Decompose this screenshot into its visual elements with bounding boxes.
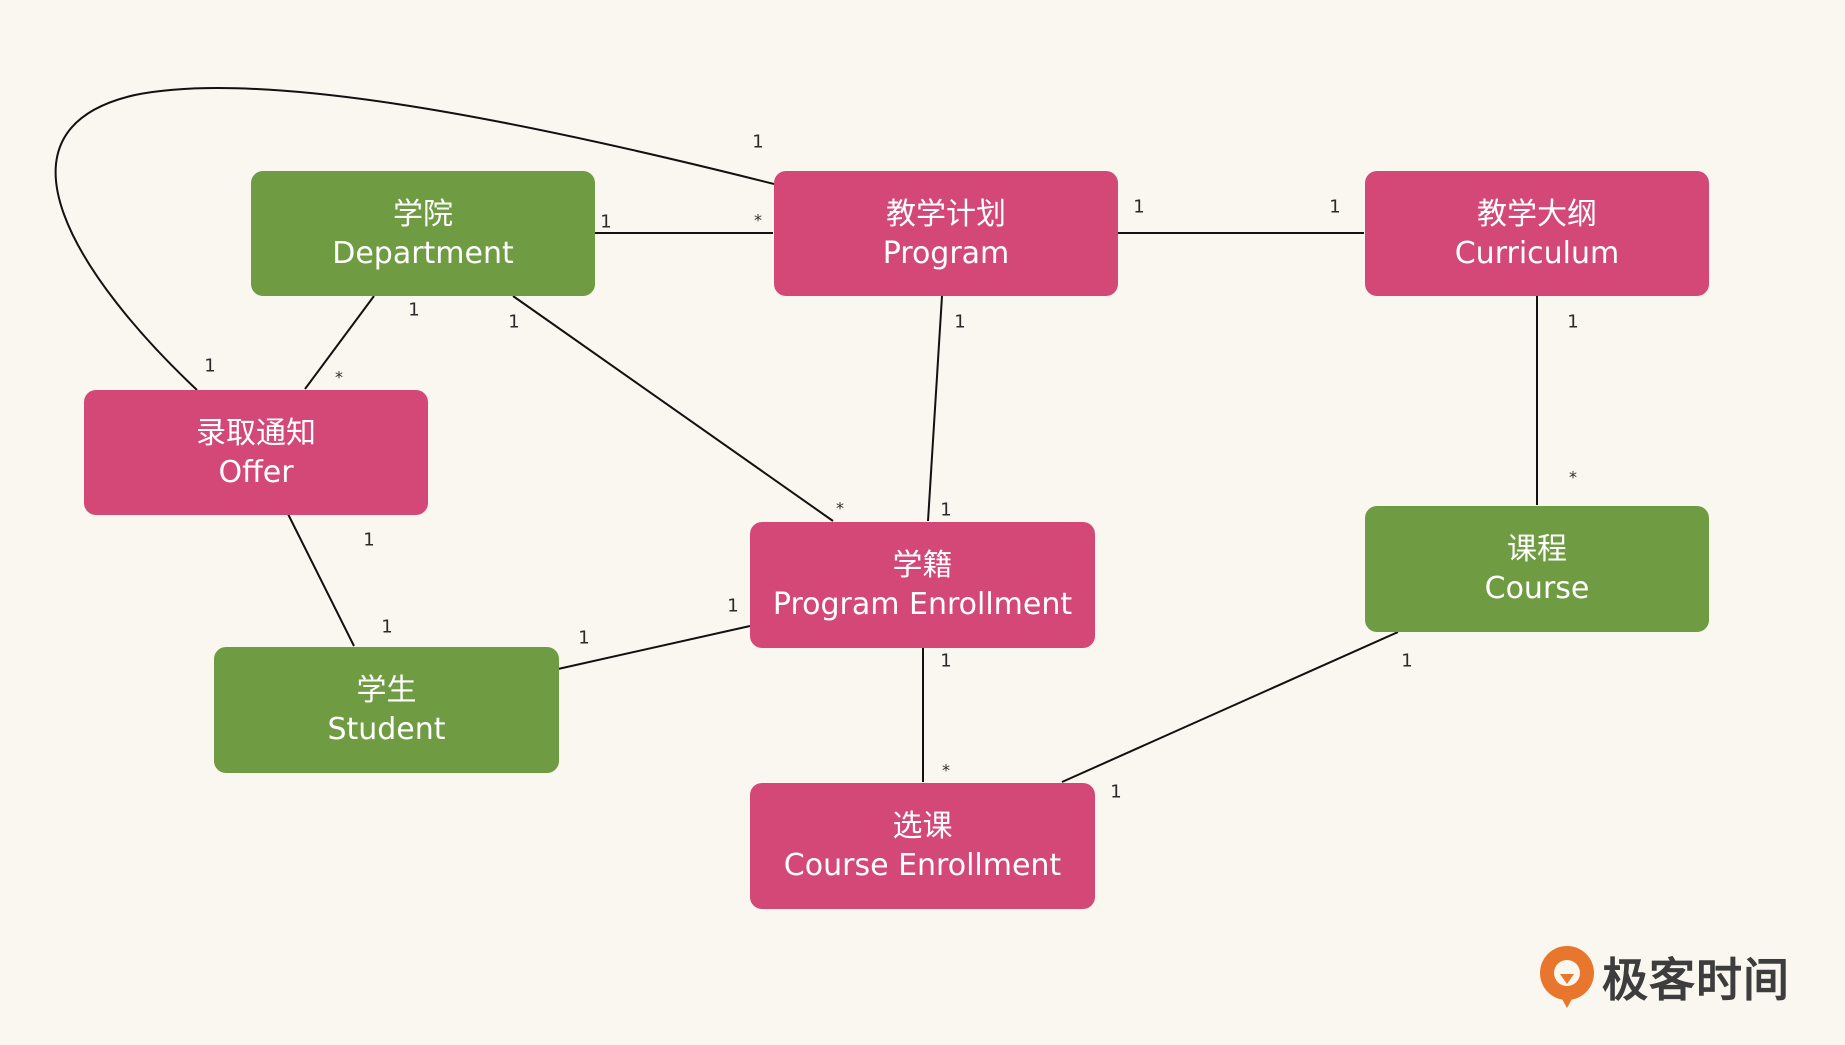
mult-department-enrollment-from: 1 bbox=[508, 311, 520, 333]
edge-program-enrollment bbox=[927, 295, 943, 522]
geektime-logo: 极客时间 bbox=[1538, 944, 1790, 1010]
node-course-enrollment-zh: 选课 bbox=[892, 809, 953, 844]
mult-department-program-from: 1 bbox=[600, 211, 612, 233]
mult-offer-student-to: 1 bbox=[381, 616, 393, 638]
mult-department-offer-to: * bbox=[335, 367, 343, 387]
edge-student-enrollment bbox=[557, 625, 751, 670]
mult-program-curriculum-to: 1 bbox=[1329, 196, 1341, 218]
mult-student-enrollment-to: 1 bbox=[727, 595, 739, 617]
node-course-enrollment[interactable]: 选课 Course Enrollment bbox=[750, 783, 1095, 909]
node-course-enrollment-en: Course Enrollment bbox=[783, 848, 1062, 883]
node-course[interactable]: 课程 Course bbox=[1365, 506, 1709, 632]
node-department-zh: 学院 bbox=[393, 196, 453, 232]
mult-course-courseenroll-to: 1 bbox=[1110, 781, 1122, 803]
edge-department-enrollment bbox=[512, 295, 834, 522]
mult-course-courseenroll-from: 1 bbox=[1401, 650, 1413, 672]
node-offer[interactable]: 录取通知 Offer bbox=[84, 390, 428, 515]
node-program-en: Program bbox=[882, 235, 1010, 271]
node-offer-en: Offer bbox=[218, 454, 294, 490]
node-department[interactable]: 学院 Department bbox=[251, 171, 595, 296]
node-student[interactable]: 学生 Student bbox=[214, 647, 559, 773]
node-curriculum[interactable]: 教学大纲 Curriculum bbox=[1365, 171, 1709, 296]
geektime-logo-text: 极客时间 bbox=[1602, 953, 1790, 1007]
node-student-zh: 学生 bbox=[356, 673, 417, 708]
edge-program-offer bbox=[54, 87, 775, 391]
node-offer-zh: 录取通知 bbox=[196, 415, 316, 451]
mult-curriculum-course-to: * bbox=[1569, 467, 1577, 487]
mult-enrollment-courseenroll-to: * bbox=[942, 760, 950, 780]
edge-department-offer bbox=[304, 295, 375, 390]
edge-offer-student bbox=[287, 513, 355, 647]
mult-enrollment-courseenroll-from: 1 bbox=[940, 650, 952, 672]
node-program-enrollment-zh: 学籍 bbox=[892, 548, 953, 583]
node-program-enrollment[interactable]: 学籍 Program Enrollment bbox=[750, 522, 1095, 648]
mult-program-offer-to: 1 bbox=[204, 355, 216, 377]
geektime-logo-icon bbox=[1540, 946, 1594, 1008]
node-program-enrollment-en: Program Enrollment bbox=[772, 587, 1073, 622]
node-student-en: Student bbox=[327, 712, 446, 747]
node-curriculum-en: Curriculum bbox=[1454, 235, 1620, 271]
node-course-en: Course bbox=[1484, 571, 1590, 606]
mult-program-enrollment-to: 1 bbox=[940, 499, 952, 521]
mult-curriculum-course-from: 1 bbox=[1567, 311, 1579, 333]
mult-student-enrollment-from: 1 bbox=[578, 627, 590, 649]
mult-program-offer-from: 1 bbox=[752, 131, 764, 153]
node-program[interactable]: 教学计划 Program bbox=[774, 171, 1118, 296]
node-department-en: Department bbox=[332, 235, 514, 271]
edge-course-courseenroll bbox=[1061, 631, 1399, 783]
mult-program-curriculum-from: 1 bbox=[1133, 196, 1145, 218]
mult-program-enrollment-from: 1 bbox=[954, 311, 966, 333]
mult-department-program-to: * bbox=[754, 210, 762, 230]
mult-department-offer-from: 1 bbox=[408, 299, 420, 321]
node-curriculum-zh: 教学大纲 bbox=[1477, 196, 1597, 232]
mult-offer-student-from: 1 bbox=[363, 529, 375, 551]
node-program-zh: 教学计划 bbox=[886, 196, 1006, 232]
mult-department-enrollment-to: * bbox=[836, 498, 844, 518]
node-course-zh: 课程 bbox=[1507, 532, 1567, 567]
